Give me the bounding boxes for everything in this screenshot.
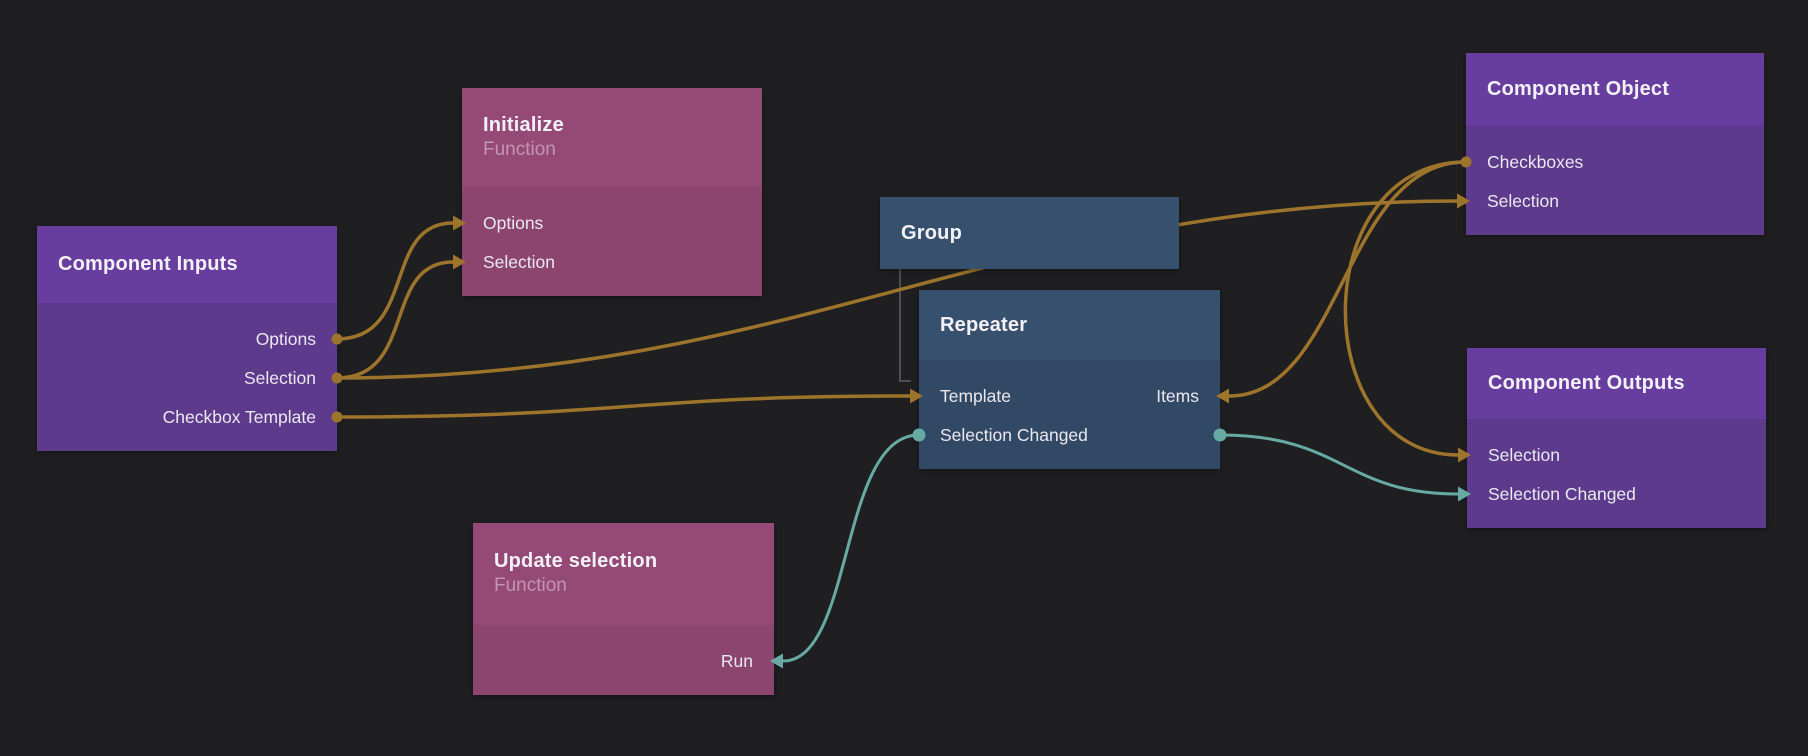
wire-component-inputs-to-initialize[interactable] xyxy=(335,221,455,341)
port-dot-component-inputs-checkbox-template[interactable] xyxy=(331,411,343,423)
port-arrow-component-outputs-selection-changed[interactable] xyxy=(1458,486,1471,502)
port-arrow-component-outputs-selection[interactable] xyxy=(1458,447,1471,463)
port-label-options[interactable]: Options xyxy=(483,213,544,233)
port-label-run[interactable]: Run xyxy=(720,651,753,671)
port-label-selection-changed[interactable]: Selection Changed xyxy=(1488,484,1636,504)
wire-component-inputs-to-initialize[interactable] xyxy=(335,260,455,380)
port-dot-repeater-selection-changed[interactable] xyxy=(912,428,926,442)
wire-component-object-to-component-outputs[interactable] xyxy=(1343,160,1468,457)
node-subtitle: Function xyxy=(483,138,556,160)
wire-component-object-to-repeater[interactable] xyxy=(1227,160,1468,398)
port-arrow-repeater-items[interactable] xyxy=(1216,388,1229,404)
port-label-options[interactable]: Options xyxy=(255,329,316,349)
node-title: Repeater xyxy=(940,313,1028,336)
node-title: Initialize xyxy=(483,113,564,136)
node-header[interactable]: Component Outputs xyxy=(1467,348,1766,419)
port-dot-component-inputs-options[interactable] xyxy=(331,333,343,345)
node-group[interactable]: Group xyxy=(880,197,1179,269)
port-label-selection[interactable]: Selection xyxy=(1488,445,1560,465)
port-label-template[interactable]: Template xyxy=(940,386,1012,406)
port-label-selection[interactable]: Selection xyxy=(1487,191,1559,211)
node-header[interactable]: Component Object xyxy=(1466,53,1764,126)
port-label-checkbox-template[interactable]: Checkbox Template xyxy=(162,407,316,427)
wire-component-inputs-to-repeater[interactable] xyxy=(335,394,912,419)
port-label-selection-changed[interactable]: Selection Changed xyxy=(940,425,1088,445)
port-dot-component-inputs-selection[interactable] xyxy=(331,372,343,384)
port-arrow-repeater-template[interactable] xyxy=(910,388,923,404)
port-label-selection[interactable]: Selection xyxy=(483,252,555,272)
node-header[interactable]: Component Inputs xyxy=(37,226,337,303)
node-header[interactable]: Repeater xyxy=(919,290,1220,360)
port-arrow-initialize-options[interactable] xyxy=(453,215,466,231)
port-label-selection[interactable]: Selection xyxy=(244,368,316,388)
wire-component-inputs-to-component-object[interactable] xyxy=(335,199,1459,380)
port-label-items[interactable]: Items xyxy=(1156,386,1199,406)
node-title: Group xyxy=(901,221,962,244)
port-arrow-update-selection-run[interactable] xyxy=(770,653,783,669)
port-dot-component-object-checkboxes[interactable] xyxy=(1460,156,1472,168)
node-title: Component Outputs xyxy=(1488,372,1685,394)
port-arrow-component-object-selection[interactable] xyxy=(1457,193,1470,209)
port-arrow-initialize-selection[interactable] xyxy=(453,254,466,270)
node-title: Component Inputs xyxy=(58,253,238,275)
port-dot-repeater-output[interactable] xyxy=(1213,428,1227,442)
node-subtitle: Function xyxy=(494,575,567,597)
port-label-checkboxes[interactable]: Checkboxes xyxy=(1487,152,1584,172)
wire-repeater-to-component-outputs[interactable] xyxy=(1218,433,1460,496)
node-title: Update selection xyxy=(494,550,658,573)
wire-repeater-to-update-selection[interactable] xyxy=(781,433,921,663)
node-header[interactable]: Group xyxy=(880,197,1179,269)
hierarchy-connector-group-repeater xyxy=(899,269,911,382)
node-title: Component Object xyxy=(1487,78,1670,100)
